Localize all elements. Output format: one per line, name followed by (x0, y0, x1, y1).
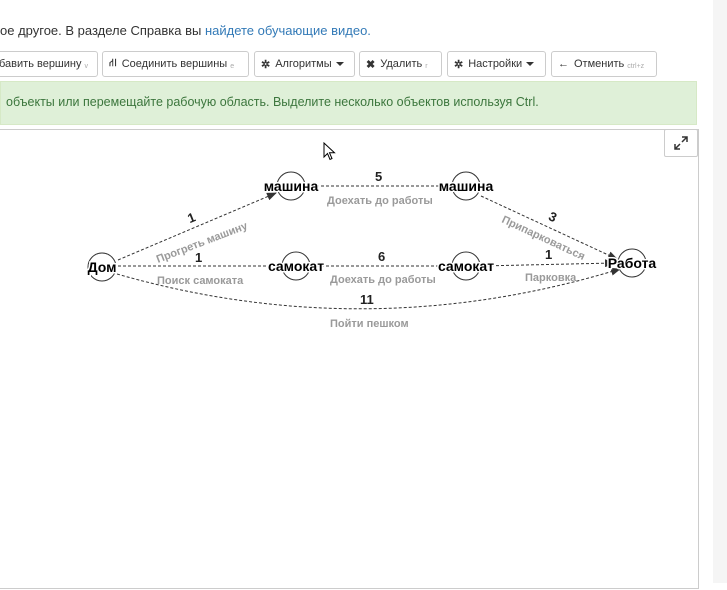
tutorial-video-link[interactable]: найдете обучающие видео. (204, 23, 371, 38)
arrow-left-icon: ← (558, 58, 569, 70)
intro-text-plain: ое другое. В разделе Справка вы (0, 23, 205, 38)
edge-home-car1[interactable] (117, 192, 277, 261)
edge-weight-car1-car2: 5 (375, 169, 382, 184)
settings-label: Настройки (468, 58, 523, 70)
vertex-scooter1-label: самокат (268, 258, 324, 274)
caret-down-icon (335, 62, 344, 66)
vertex-work-circle[interactable] (617, 248, 647, 278)
edge-weight-home-scooter1: 1 (195, 250, 202, 265)
hint-text: объекты или перемещайте рабочую область.… (6, 95, 539, 109)
graph-canvas[interactable]: 1 5 3 1 6 1 11 Прогреть машину Доехать д… (0, 129, 699, 589)
edge-home-work[interactable] (116, 267, 621, 310)
caret-down-icon (526, 62, 535, 66)
intro-text: ое другое. В разделе Справка вы найдете … (0, 23, 371, 38)
vertex-car2-label: машина (439, 178, 494, 194)
algorithms-label: Алгоритмы (275, 58, 332, 70)
edge-label-home-scooter1: Поиск самоката (157, 275, 244, 287)
add-vertex-label: бавить вершину (0, 58, 82, 70)
vertex-work-label: Работа (608, 255, 657, 271)
vertex-scooter2-circle[interactable] (451, 251, 481, 281)
vertex-scooter1-circle[interactable] (281, 251, 311, 281)
page-scrollbar[interactable] (713, 0, 727, 583)
vertex-car1-label: машина (264, 178, 319, 194)
hint-alert: объекты или перемещайте рабочую область.… (0, 81, 697, 125)
graph-svg[interactable]: 1 5 3 1 6 1 11 Прогреть машину Доехать д… (0, 130, 699, 590)
edge-weight-home-work: 11 (360, 292, 374, 307)
edge-weight-car2-work: 3 (546, 208, 559, 225)
delete-hotkey: r (425, 63, 428, 70)
gear-icon: ✲ (261, 58, 271, 71)
fullscreen-button[interactable] (664, 129, 698, 157)
expand-icon (674, 136, 688, 150)
connect-vertices-hotkey: e (230, 63, 235, 70)
vertex-home-circle[interactable] (87, 252, 117, 282)
settings-dropdown-button[interactable]: ✲ Настройки (447, 51, 546, 77)
gear-icon: ✲ (454, 58, 464, 71)
vertex-scooter2-label: самокат (438, 258, 494, 274)
road-icon: ⛙ (109, 57, 117, 69)
edge-scooter2-work[interactable] (480, 259, 615, 268)
delete-label: Удалить (380, 58, 423, 70)
mouse-cursor-icon (323, 142, 336, 161)
edge-label-home-work: Пойти пешком (330, 318, 409, 330)
vertex-car1-circle[interactable] (276, 171, 306, 201)
edge-label-scooter1-scooter2: Доехать до работы (330, 274, 436, 286)
close-icon: ✖ (366, 58, 376, 71)
edge-label-home-car1: Прогреть машину (155, 220, 250, 266)
undo-hotkey: ctrl+z (627, 63, 645, 70)
vertex-home-label: Дом (88, 259, 117, 275)
undo-label: Отменить (574, 58, 625, 70)
edge-weight-scooter2-work: 1 (545, 247, 552, 262)
edge-weight-scooter1-scooter2: 6 (378, 249, 385, 264)
vertex-car2-circle[interactable] (451, 171, 481, 201)
algorithms-dropdown-button[interactable]: ✲ Алгоритмы (254, 51, 355, 77)
edge-weight-home-car1: 1 (185, 209, 197, 226)
edge-label-car1-car2: Доехать до работы (327, 195, 433, 207)
edge-label-scooter2-work: Парковка (525, 272, 577, 284)
add-vertex-hotkey: v (84, 63, 88, 70)
connect-vertices-label: Соединить вершины (121, 58, 228, 70)
